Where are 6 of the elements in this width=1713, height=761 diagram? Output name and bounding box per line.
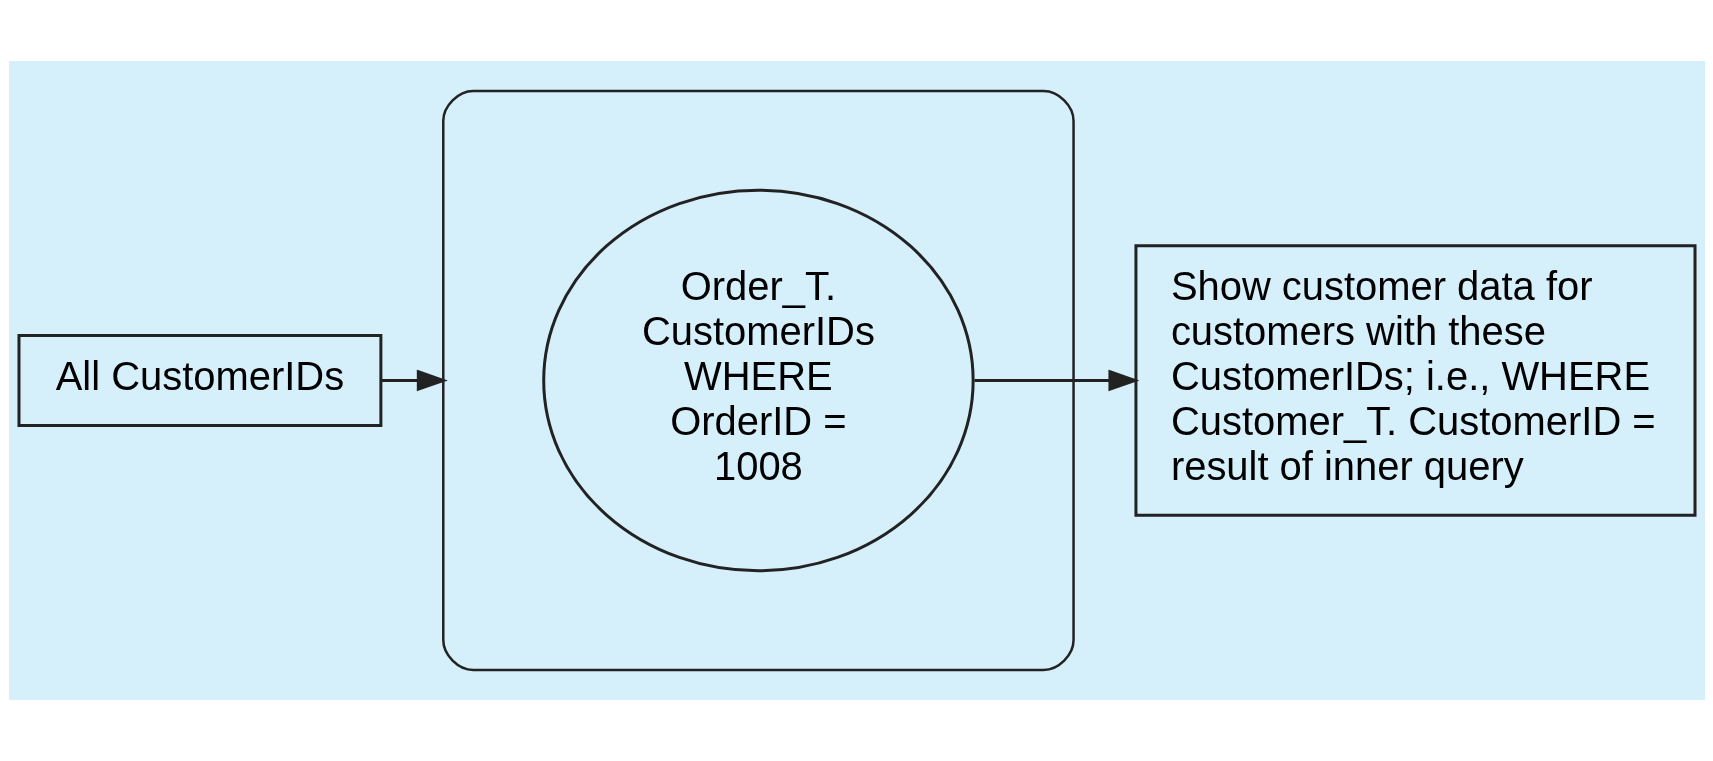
arrow [973, 369, 1139, 392]
arrow [380, 369, 448, 392]
node-box: Show customer data for customers with these CustomerIDs; i.e., WHERE Customer_T. CustomerID = result of inner query [1133, 244, 1696, 517]
node-ellipse: Order_T. CustomerIDs WHERE OrderID = 1008 [541, 188, 975, 573]
cluster [441, 89, 1075, 672]
node-box: All CustomerIDs [17, 334, 382, 427]
